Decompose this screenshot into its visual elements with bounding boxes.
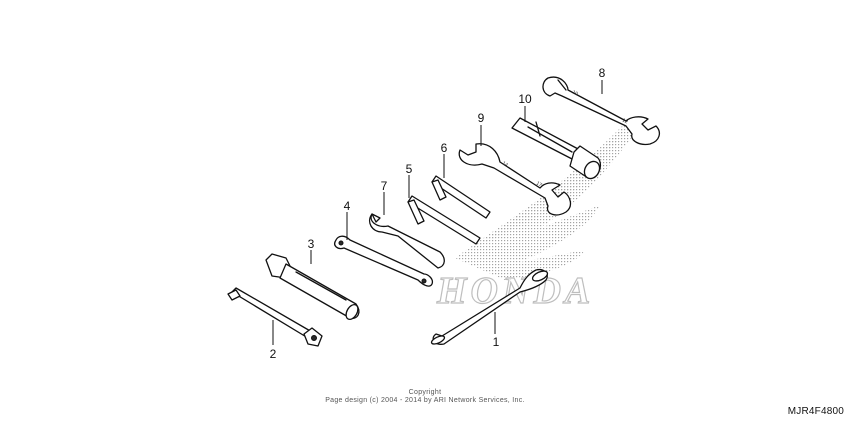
- diagram-code-label: MJR4F4800: [787, 406, 844, 417]
- part-10-spark-plug-wrench[interactable]: [511, 117, 603, 181]
- callout-1[interactable]: 1: [493, 335, 500, 349]
- wrench-size-stamp: 12: [621, 117, 629, 125]
- part-1-tool-loop-strap[interactable]: [430, 268, 549, 346]
- wrench-size-stamp: 14: [501, 161, 509, 169]
- copyright-heading: Copyright: [408, 389, 442, 396]
- wrench-size-stamp: 10: [571, 89, 579, 97]
- callout-8[interactable]: 8: [599, 66, 606, 80]
- part-7-pin-spanner[interactable]: [368, 213, 445, 269]
- callout-6[interactable]: 6: [441, 141, 448, 155]
- callout-4[interactable]: 4: [344, 199, 351, 213]
- part-9-open-end-wrench[interactable]: 14 17: [458, 143, 572, 216]
- callout-numbers: 1 2 3 4 5 6 7 8 9 10: [270, 66, 606, 361]
- copyright-text: Page design (c) 2004 - 2014 by ARI Netwo…: [325, 397, 525, 404]
- callout-9[interactable]: 9: [478, 111, 485, 125]
- part-5-hex-wrench[interactable]: [407, 195, 481, 245]
- part-6-hex-wrench[interactable]: [431, 175, 491, 219]
- callout-2[interactable]: 2: [270, 347, 277, 361]
- part-8-open-end-wrench[interactable]: 10 12: [542, 76, 661, 146]
- callout-7[interactable]: 7: [381, 179, 388, 193]
- part-2-extension-bar[interactable]: [227, 287, 323, 347]
- part-4-screwdriver-grip[interactable]: [334, 235, 434, 287]
- callout-10[interactable]: 10: [518, 92, 532, 106]
- part-3-socket-wrench[interactable]: [265, 253, 360, 321]
- honda-watermark-text: HONDA: [436, 270, 594, 312]
- wrench-size-stamp: 17: [535, 181, 543, 189]
- callout-3[interactable]: 3: [308, 237, 315, 251]
- leader-lines: [272, 80, 603, 345]
- copyright-notice: Copyright Page design (c) 2004 - 2014 by…: [310, 389, 540, 405]
- callout-5[interactable]: 5: [406, 162, 413, 176]
